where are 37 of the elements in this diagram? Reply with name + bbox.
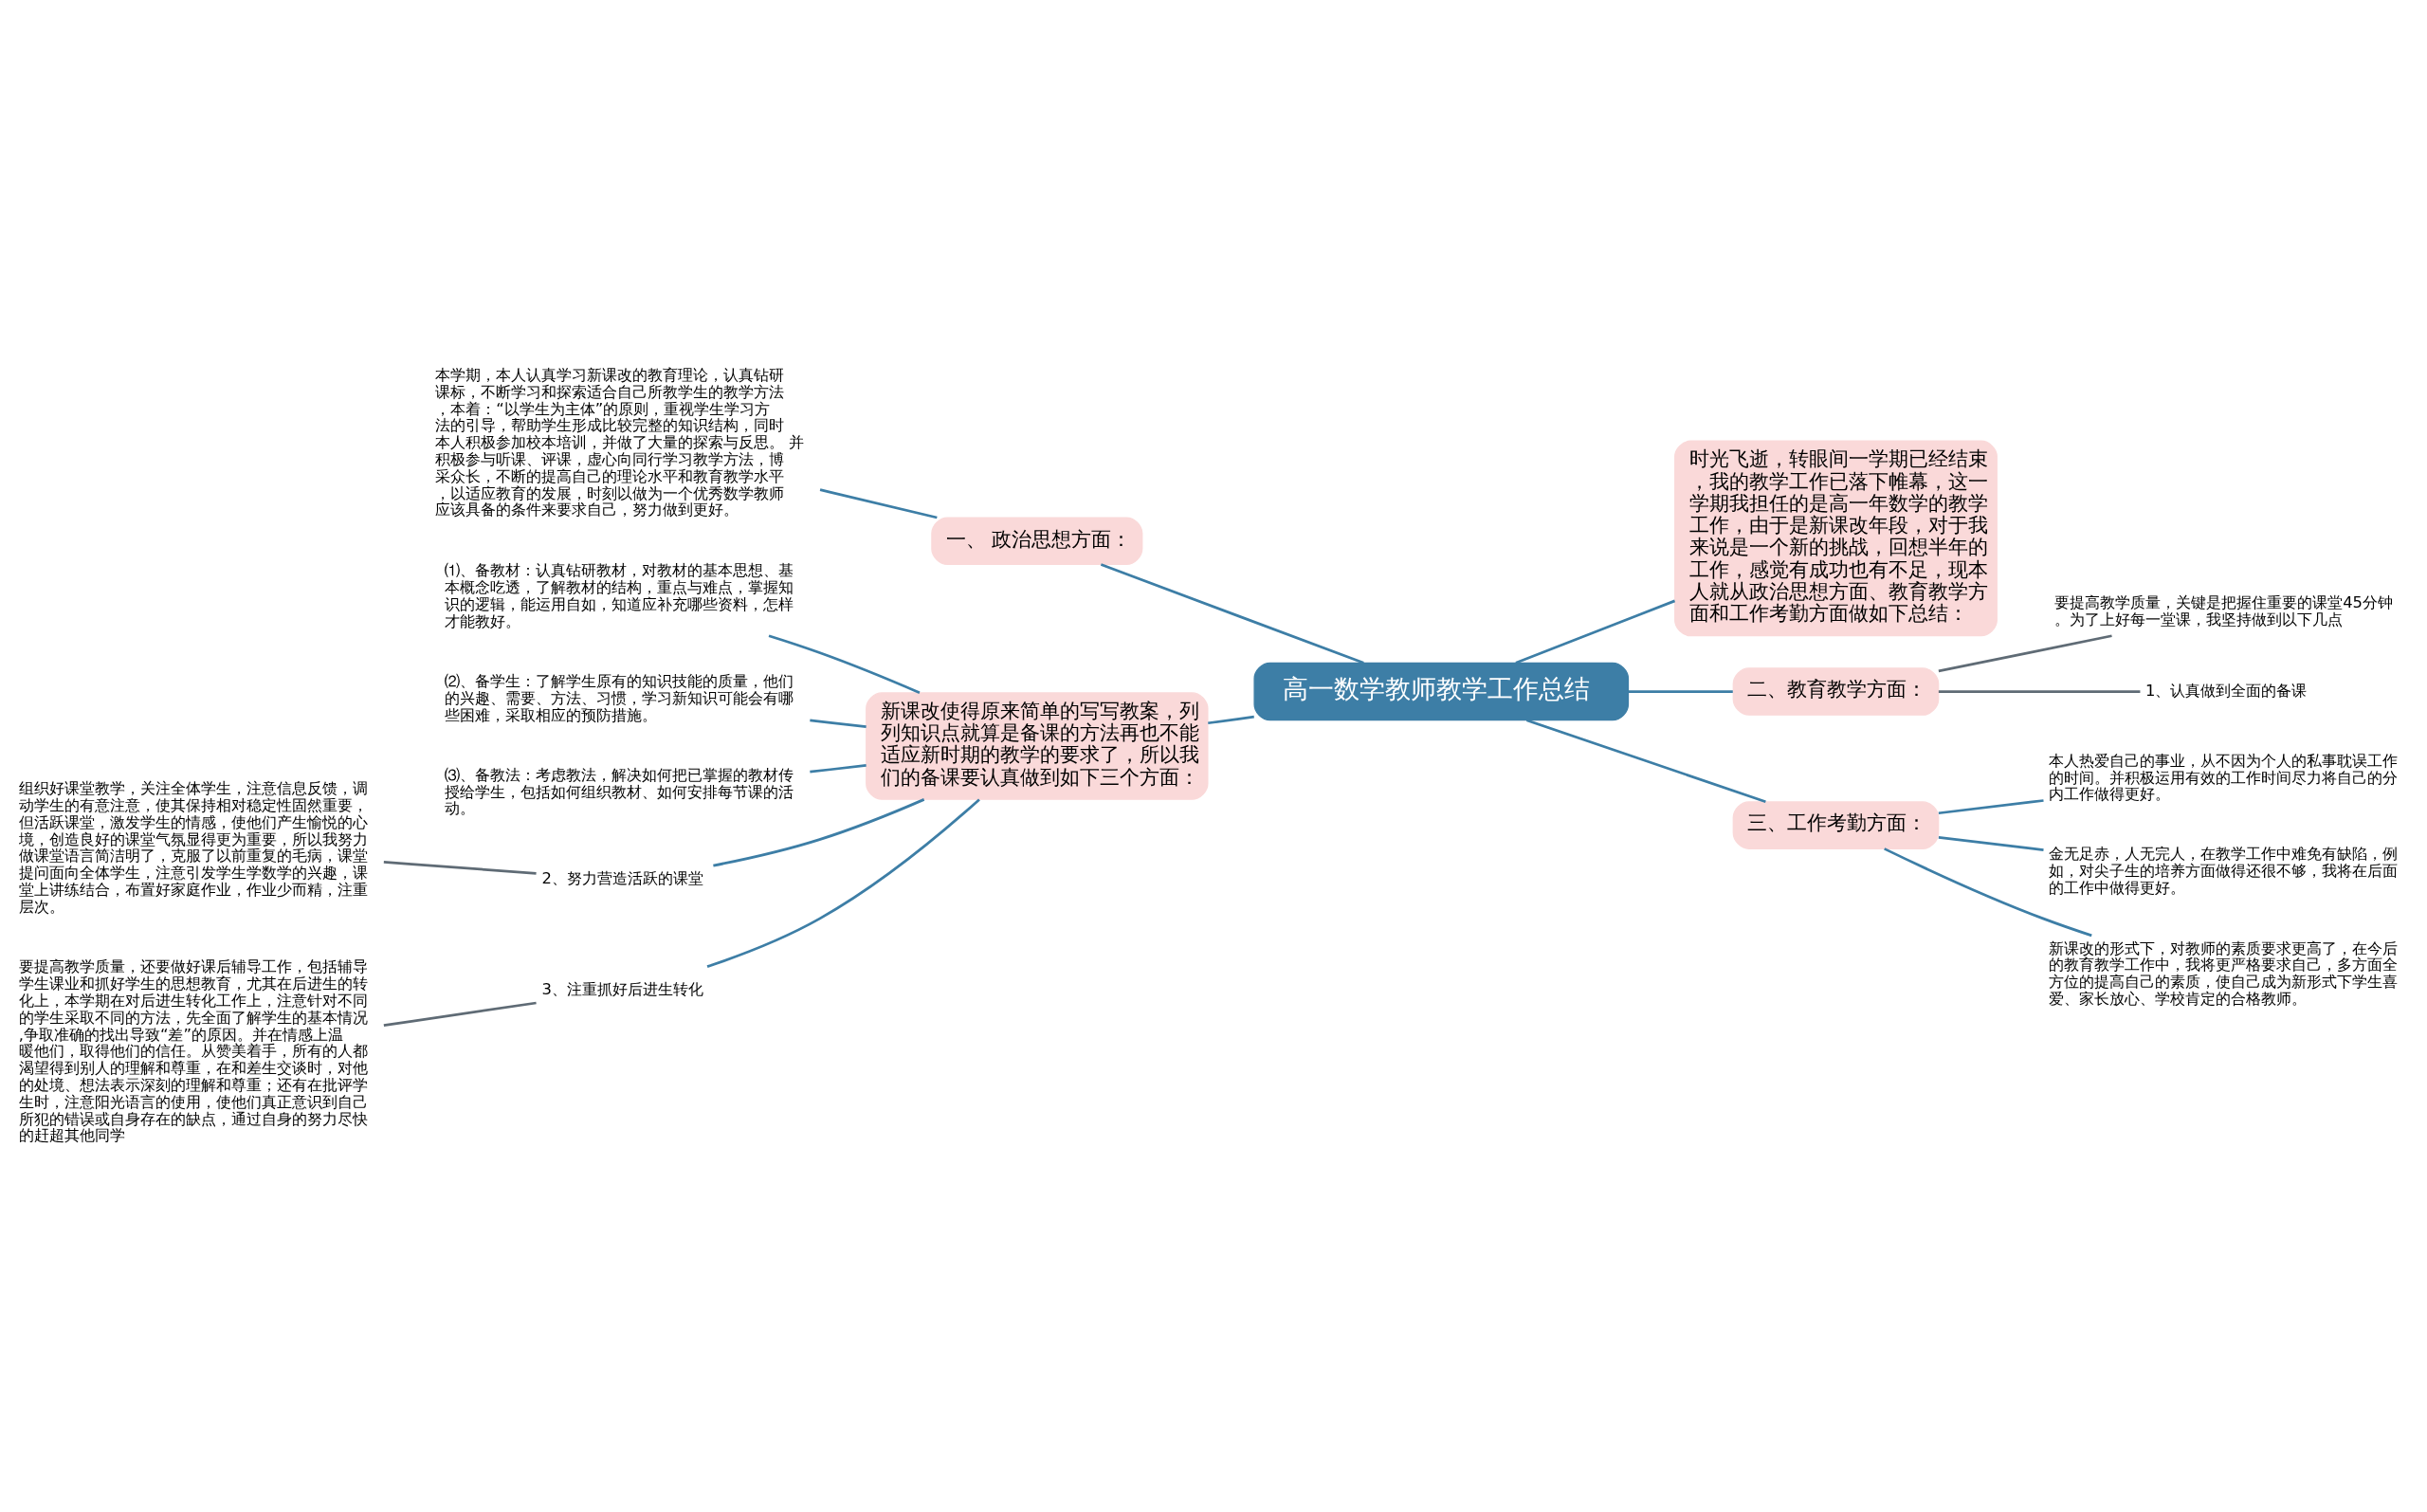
connector — [1208, 715, 1254, 724]
node-box: 一、 政治思想方面： — [931, 516, 1143, 565]
node-text: 2、努力营造活跃的课堂 — [541, 868, 703, 887]
connector — [1938, 835, 2044, 851]
connector — [1100, 562, 1364, 665]
connector — [383, 860, 537, 875]
connector — [1525, 719, 1766, 803]
connector — [1938, 633, 2112, 672]
connector — [383, 1001, 537, 1027]
node-text: ⑴、备教材：认真钻研教材，对教材的基本思想、基本概念吃透，了解教材的结构，重点与难点，掌握知识的逻辑，能运用自如，知道应补充哪些资料，怎样才能教好。 — [445, 560, 794, 630]
node-text: 要提高教学质量，还要做好课后辅导工作，包括辅导学生课业和抓好学生的思想教育，尤其在后进生的转化上，本学期在对后进生转化工作上，注意针对不同的学生采取不同的方法，先全面了解学生的基本情况,争取准确的找出导致“差”的原因。并在情感上温暖他们，取得他们的信任。从赞美着手，所有的人都渴望得到别人的理解和尊重，在和差生交谈时，对他的处境、想法表示深刻的理解和尊重；还有在批评学生时，注意阳光语言的使用，使他们真正意识到自己所犯的错误或自身存在的缺点，通过自身的努力尽快的赶超其他同学 — [18, 956, 368, 1144]
connector — [1938, 798, 2044, 814]
node-text: 3、注重抓好后进生转化 — [541, 979, 703, 998]
node-text: 1、认真做到全面的备课 — [2145, 681, 2308, 700]
connector — [810, 763, 867, 774]
node-box: 时光飞逝，转眼间一学期已经结束，我的教学工作已落下帷幕，这一学期我担任的是高一年数学的教学工作，由于是新课改年段，对于我来说是一个新的挑战，回想半年的工作，感觉有成功也有不足，现本人就从政治思想方面、教育教学方面和工作考勤方面做如下总结： — [1674, 440, 1998, 636]
connector — [1515, 599, 1676, 665]
node-text: 要提高教学质量，关键是把握住重要的课堂45分钟。为了上好每一堂课，我坚持做到以下几点 — [2054, 592, 2394, 628]
node-text: 本学期，本人认真学习新课改的教育理论，认真钻研课标，不断学习和探索适合自己所教学生的教学方法，本着：“以学生为主体”的原则，重视学生学习方法的引导，帮助学生形成比较完整的知识结构，同时本人积极参加校本培训，并做了大量的探索与反思。 并积极参与听课、评课，虚心向同行学习教学方法，博采众长，不断的提高自己的理论水平和教育教学水平，以适应教育的发展，时刻以做为一个优秀数学教师应该具备的条件来要求自己，努力做到更好。 — [435, 365, 805, 519]
node-box: 三、工作考勤方面： — [1732, 800, 1940, 849]
node-text: 本人热爱自己的事业，从不因为个人的私事耽误工作的时间。并积极运用有效的工作时间尽力将自己的分内工作做得更好。 — [2049, 751, 2399, 803]
connector — [1628, 689, 1733, 693]
connector — [713, 797, 925, 866]
connector — [1938, 689, 2141, 693]
connector — [1884, 847, 2092, 937]
connector — [810, 719, 867, 728]
node-text: ⑵、备学生：了解学生原有的知识技能的质量，他们的兴趣、需要、方法、习惯，学习新知识可能会有哪些困难，采取相应的预防措施。 — [445, 671, 794, 724]
node-box: 二、教育教学方面： — [1732, 666, 1940, 716]
connector — [819, 487, 938, 519]
node-box: 新课改使得原来简单的写写教案，列列知识点就算是备课的方法再也不能适应新时期的教学的要求了，所以我们的备课要认真做到如下三个方面： — [866, 691, 1209, 800]
node-text: 组织好课堂教学，关注全体学生，注意信息反馈，调动学生的有意注意，使其保持相对稳定性固然重要，但活跃课堂，激发学生的情感，使他们产生愉悦的心境，创造良好的课堂气氛显得更为重要，所以我努力做课堂语言简洁明了，克服了以前重复的毛病，课堂提问面向全体学生，注意引发学生学数学的兴趣，课堂上讲练结合，布置好家庭作业，作业少而精，注重层次。 — [18, 778, 368, 916]
node-text: ⑶、备教法：考虑教法，解决如何把已掌握的教材传授给学生，包括如何组织教材、如何安排每节课的活动。 — [445, 765, 794, 817]
connector — [706, 797, 980, 968]
node-text: 新课改的形式下，对教师的素质要求更高了，在今后的教育教学工作中，我将更严格要求自己，多方面全方位的提高自己的素质，使自己成为新形式下学生喜爱、家长放心、学校肯定的合格教师。 — [2049, 938, 2399, 1008]
connector — [768, 633, 921, 694]
node-box: 高一数学教师教学工作总结 — [1253, 662, 1630, 720]
node-text: 金无足赤，人无完人，在教学工作中难免有缺陷，例如，对尖子生的培养方面做得还很不够，我将在后面的工作中做得更好。 — [2049, 844, 2399, 897]
